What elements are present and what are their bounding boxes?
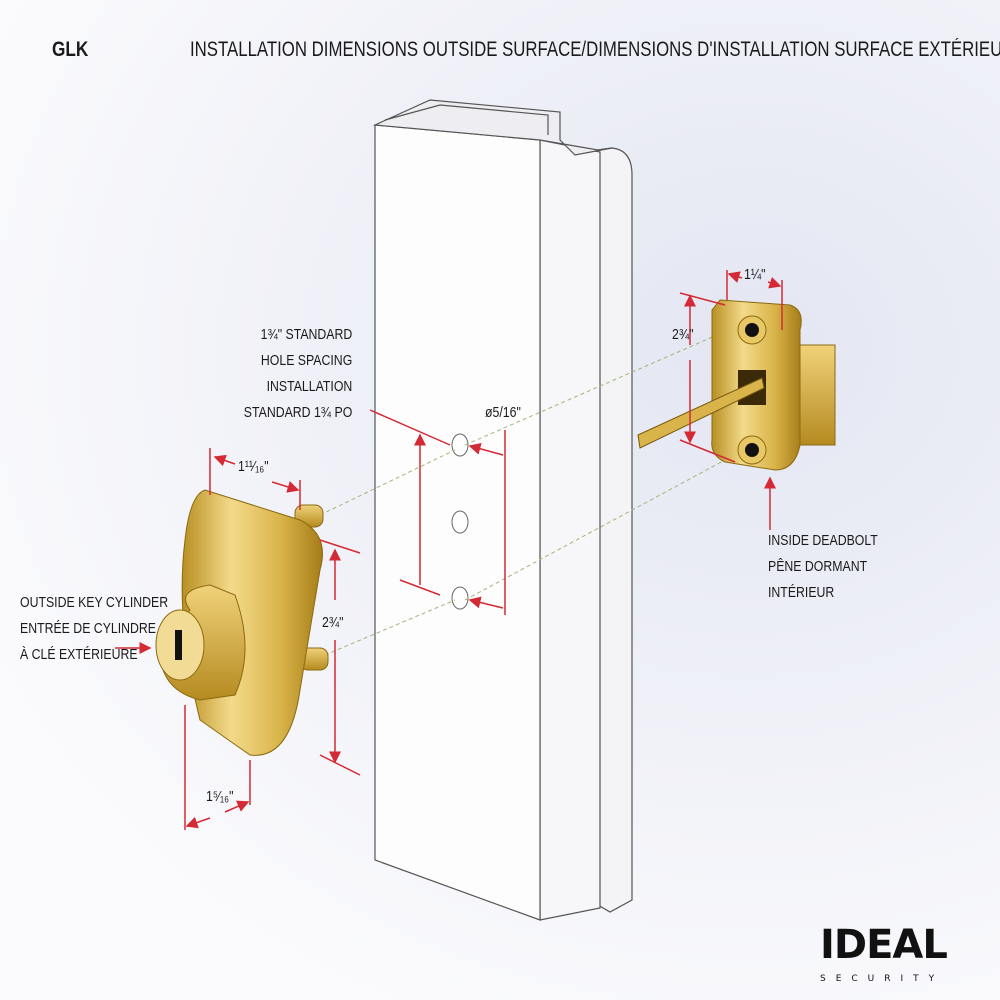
dim-outside-height: 2¾" (322, 614, 344, 631)
page-title: INSTALLATION DIMENSIONS OUTSIDE SURFACE/… (190, 38, 1000, 61)
inside-deadbolt-label: INSIDE DEADBOLT PÊNE DORMANT INTÉRIEUR (768, 528, 878, 606)
dim-outside-width: 1⁵⁄₁₆" (206, 788, 234, 805)
outside-cylinder-line: ENTRÉE DE CYLINDRE (20, 620, 157, 637)
dim-inside-width: 1¼" (744, 266, 766, 283)
logo-brand: IDEAL (820, 922, 948, 968)
outside-cylinder-line: À CLÉ EXTÉRIEURE (20, 646, 138, 663)
hole-diameter-label: ø5/16" (485, 404, 521, 421)
model-name: GLK (52, 38, 89, 61)
inside-deadbolt-line: PÊNE DORMANT (768, 558, 868, 575)
inside-deadbolt-line: INSIDE DEADBOLT (768, 532, 878, 549)
alignment-guides (319, 324, 741, 656)
hole-spacing-line: HOLE SPACING (260, 352, 352, 369)
hole-spacing-label: 1¾" STANDARD HOLE SPACING INSTALLATION S… (244, 322, 352, 426)
logo-sub: SECURITY (820, 974, 945, 984)
outside-cylinder-line: OUTSIDE KEY CYLINDER (20, 594, 169, 611)
inside-deadbolt (637, 299, 836, 471)
dimension-lines (115, 270, 783, 830)
inside-deadbolt-line: INTÉRIEUR (768, 584, 835, 601)
hole-spacing-line: STANDARD 1¾ PO (243, 404, 352, 421)
outside-key-cylinder (155, 489, 329, 756)
mounting-holes (451, 433, 469, 610)
hole-spacing-line: 1¾" STANDARD (260, 326, 352, 343)
ideal-security-logo: IDEAL SECURITY (820, 920, 970, 986)
dim-inside-height: 2¾" (672, 326, 694, 343)
hole-spacing-line: INSTALLATION (266, 378, 352, 395)
keyway-icon (175, 630, 182, 660)
door-frame (372, 99, 633, 921)
outside-cylinder-label: OUTSIDE KEY CYLINDER ENTRÉE DE CYLINDRE … (20, 590, 168, 668)
dim-outside-depth: 1¹¹⁄₁₆" (238, 458, 269, 475)
